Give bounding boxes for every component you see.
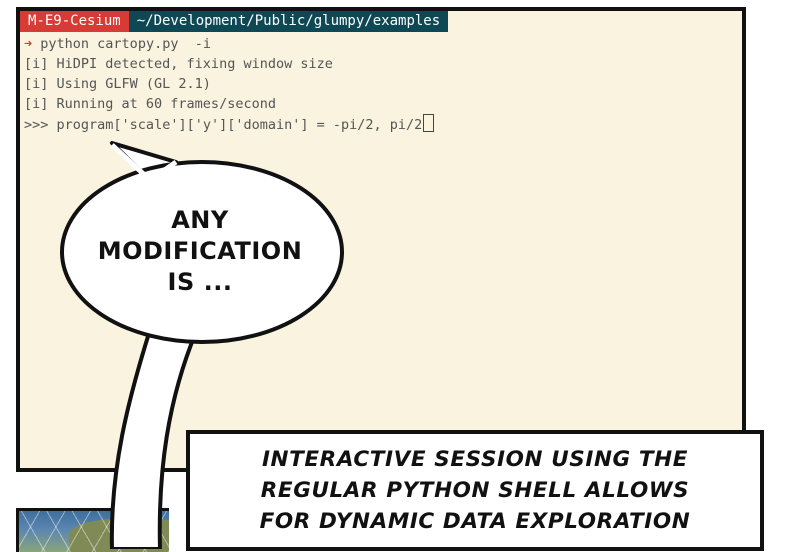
caption-line: REGULAR PYTHON SHELL ALLOWS — [260, 478, 690, 503]
bubble-body — [60, 160, 344, 344]
output-line: [i] Running at 60 frames/second — [24, 96, 276, 112]
host-badge: M-E9-Cesium — [20, 11, 129, 32]
bubble-line: IS ... — [167, 268, 233, 296]
prompt-bar: M-E9-Cesium ~/Development/Public/glumpy/… — [20, 11, 742, 32]
bubble-line: ANY — [171, 206, 229, 234]
command-line: ➜ python cartopy.py -i — [24, 34, 742, 54]
output-line: [i] HiDPI detected, fixing window size — [24, 56, 333, 72]
caption-line: FOR DYNAMIC DATA EXPLORATION — [259, 509, 691, 534]
bubble-bottom-tail — [109, 327, 199, 549]
caption-box: INTERACTIVE SESSION USING THE REGULAR PY… — [186, 430, 764, 551]
bubble-line: MODIFICATION — [97, 237, 303, 265]
command-text: python cartopy.py -i — [40, 36, 211, 52]
path-badge: ~/Development/Public/glumpy/examples — [128, 11, 449, 32]
repl-input[interactable]: program['scale']['y']['domain'] = -pi/2,… — [56, 117, 423, 133]
caption-line: INTERACTIVE SESSION USING THE — [261, 447, 689, 472]
bubble-text: ANY MODIFICATION IS ... — [70, 205, 330, 298]
text-cursor — [423, 114, 435, 132]
terminal-output: ➜ python cartopy.py -i [i] HiDPI detecte… — [20, 32, 742, 135]
repl-prompt: >>> — [24, 117, 49, 133]
repl-input-line[interactable]: >>> program['scale']['y']['domain'] = -p… — [24, 114, 742, 135]
output-line: [i] Using GLFW (GL 2.1) — [24, 76, 211, 92]
prompt-arrow-icon: ➜ — [24, 36, 33, 52]
